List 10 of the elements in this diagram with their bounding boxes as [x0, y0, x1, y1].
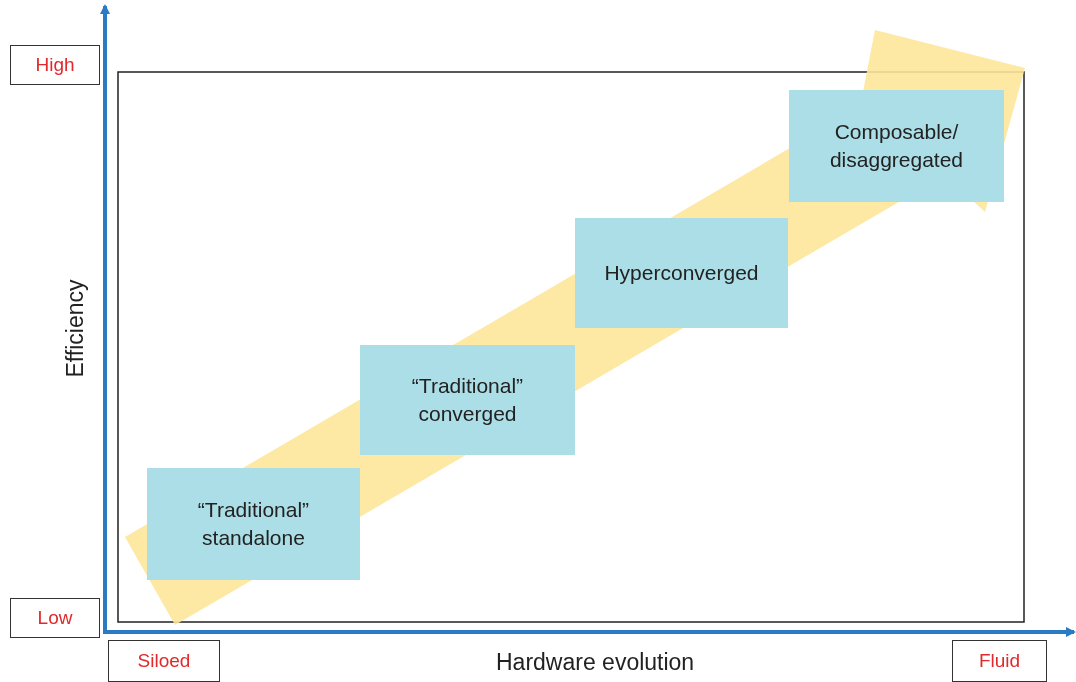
stage-box: “Traditional” converged	[360, 345, 575, 455]
y-axis-title: Efficiency	[61, 279, 89, 377]
axis-level-box: Low	[10, 598, 100, 638]
x-axis-title: Hardware evolution	[496, 648, 695, 676]
axis-level-box: High	[10, 45, 100, 85]
stage-box: Hyperconverged	[575, 218, 788, 328]
axis-level-box: Siloed	[108, 640, 220, 682]
stage-box: Composable/ disaggregated	[789, 90, 1004, 202]
axis-level-box: Fluid	[952, 640, 1047, 682]
stage-box: “Traditional” standalone	[147, 468, 360, 580]
